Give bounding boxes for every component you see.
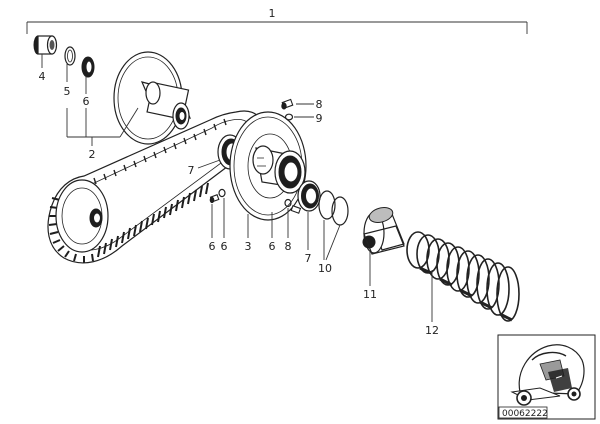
guide-pin-upper: [281, 98, 294, 110]
callout-6-lower-c: 6: [269, 240, 276, 253]
needle-sleeve: [33, 35, 58, 55]
seal-ring-left: [81, 56, 95, 78]
vehicle-inset: 00062222: [497, 334, 596, 420]
guide-pin-lower-center: [284, 198, 302, 214]
callout-6-top: 6: [83, 95, 90, 108]
o-rings: [318, 190, 349, 226]
callout-4: 4: [39, 70, 46, 83]
callout-12: 12: [425, 324, 439, 337]
inset-part-number: 00062222: [502, 409, 548, 419]
callout-9: 9: [316, 112, 323, 125]
compression-spring: [406, 231, 520, 322]
callout-1: 1: [269, 7, 276, 20]
callouts: 1 4 5 6 2 7 8 9 6 6 3 6 8 7 10 11 12 5: [39, 7, 440, 337]
callout-2: 2: [89, 148, 96, 161]
callout-8-lower: 8: [285, 240, 292, 253]
callout-3: 3: [245, 240, 252, 253]
fixed-pulley-half: [113, 51, 191, 145]
callout-11: 11: [363, 288, 377, 301]
driven-pulley: [55, 179, 109, 253]
callout-6-lower-a: 6: [209, 240, 216, 253]
leader-lines: [41, 54, 433, 322]
callout-6-lower-b: 6: [221, 240, 228, 253]
drive-belt: [47, 110, 263, 264]
callout-7-upper: 7: [188, 164, 195, 177]
callout-5: 5: [64, 85, 71, 98]
circlip-ring-left: [64, 46, 76, 66]
movable-pulley-half: [229, 111, 307, 221]
scooter-icon: [510, 344, 585, 406]
bearing-ring-lower: [297, 180, 321, 212]
spring-seat-sleeve: [362, 207, 405, 255]
washer-lower-left: [218, 188, 226, 198]
guide-pin-lower-left: [209, 194, 220, 204]
assembly-bracket: [26, 21, 528, 34]
callout-8-upper: 8: [316, 98, 323, 111]
seal-washer-upper: [284, 113, 294, 121]
callout-7-lower: 7: [305, 252, 312, 265]
callout-10: 10: [318, 262, 332, 275]
